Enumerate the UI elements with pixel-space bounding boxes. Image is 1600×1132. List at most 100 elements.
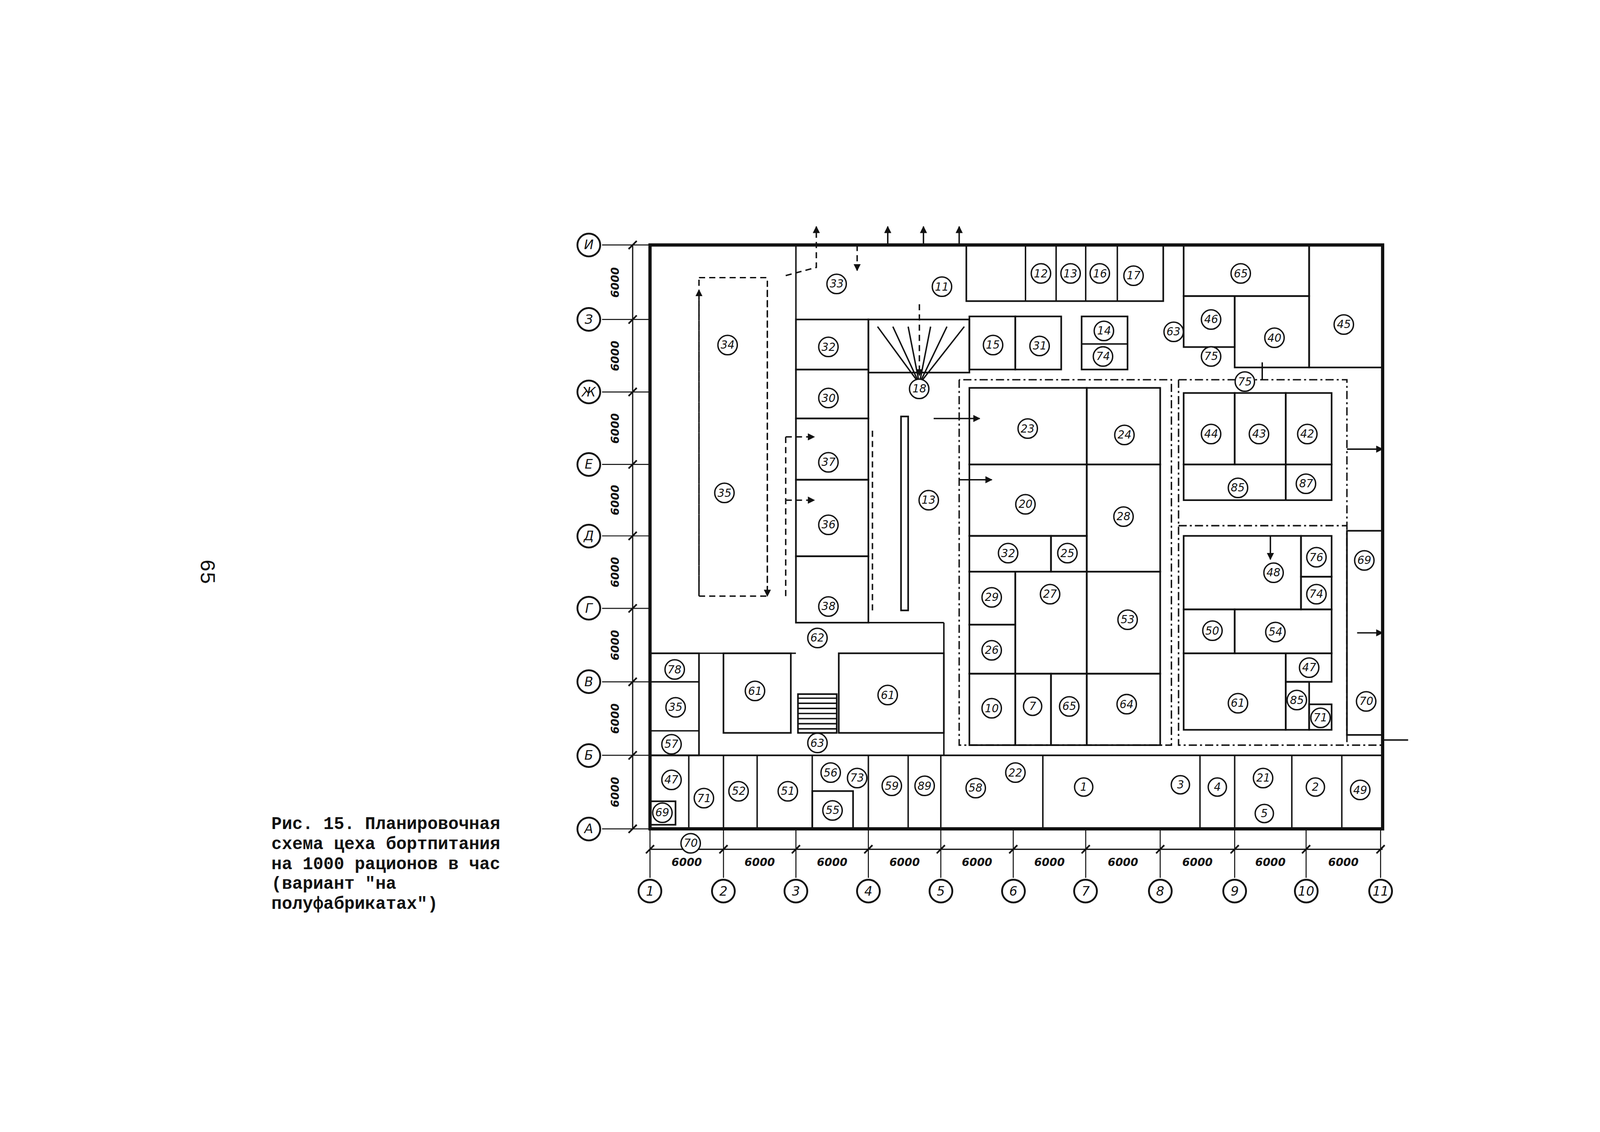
room-number-text: 7 [1073,878,1098,899]
axis-marker: 11 [1368,878,1393,904]
dimension-text: 6000 [608,412,622,444]
room-number-text: 54 [1264,621,1287,639]
room-number: 63 [1163,321,1185,343]
flow-line [766,289,769,596]
axis-marker: Б [576,742,602,768]
flow-line [958,226,960,245]
room-number-text: 56 [820,761,842,779]
room-number-text: 65 [1058,695,1081,713]
room-number-text: 2 [711,878,736,899]
room-number: 34 [716,334,739,356]
room-wall [969,535,1051,572]
room-wall [1183,535,1301,610]
room-number-text: В [576,669,602,690]
room-number-text: 30 [817,387,840,405]
room-number-text: А [576,816,602,837]
room-number: 52 [727,780,750,802]
flow-line [1178,379,1383,745]
wall-line [1340,754,1343,829]
axis-marker: Г [576,595,602,621]
room-wall [723,653,791,733]
room-wall [969,673,1016,746]
room-number: 44 [1200,423,1222,445]
room-wall [1285,681,1310,730]
room-number: 2 [1305,776,1326,797]
room-number: 36 [817,514,840,536]
room-wall [1234,392,1286,465]
room-number-text: 69 [1353,549,1376,567]
room-number-text: 51 [777,780,799,798]
room-number-text: 43 [1248,423,1270,441]
room-wall [1081,316,1128,370]
room-number: 47 [1298,656,1320,679]
axis-marker: 5 [928,878,954,904]
room-number: 62 [806,627,829,649]
room-number-text: 78 [664,658,686,676]
room-number-text: 46 [1200,308,1222,326]
room-wall [1015,673,1051,746]
dimension-text: 6000 [608,776,622,808]
axis-marker: А [576,816,602,842]
room-number-text: 32 [997,542,1019,560]
room-number-text: 75 [1234,370,1256,388]
dimension-text: 6000 [1107,855,1139,869]
room-wall [1050,673,1087,746]
room-number: 59 [881,774,903,797]
wall-line [649,680,699,683]
flow-line [919,326,965,384]
room-number: 49 [1349,779,1372,801]
room-number-text: 7 [1022,696,1043,713]
flow-line [1178,524,1347,527]
dimension-text: 6000 [889,855,920,869]
room-wall [1183,609,1235,654]
room-wall [1183,464,1286,500]
room-number-text: 5 [1254,803,1275,820]
room-number: 61 [1227,692,1249,714]
room-number: 89 [914,774,936,797]
room-number-text: 61 [1227,692,1249,710]
dimension-text: 6000 [1182,855,1213,869]
axis-marker: Ж [576,379,602,405]
room-number-text: 17 [1122,264,1145,282]
room-number-text: 11 [1368,878,1393,899]
room-number: 3 [1170,774,1191,795]
room-number-text: 6 [1001,878,1026,899]
axis-marker: И [576,232,602,258]
wall-line [756,754,758,829]
room-number-text: 48 [1262,561,1285,579]
room-number: 13 [918,489,940,511]
room-number-text: 38 [817,595,840,613]
axis-marker: 10 [1293,878,1319,904]
room-wall [1183,244,1310,297]
room-wall [795,555,869,623]
room-wall [1309,704,1332,730]
flow-line [959,478,993,481]
room-wall [795,479,869,556]
wall-line [722,754,725,829]
room-number: 75 [1200,345,1222,368]
room-number-text: 57 [660,733,683,751]
room-number: 50 [1201,619,1224,642]
room-wall [795,319,869,370]
flow-line [918,304,920,376]
dimension-text: 6000 [1328,855,1359,869]
room-number-text: 32 [817,336,840,354]
wall-line [794,244,797,320]
room-number: 12 [1030,262,1052,285]
room-number-text: 62 [806,627,829,645]
dimension-text: 6000 [608,629,622,661]
room-number: 40 [1263,327,1286,349]
room-number-text: 23 [1017,417,1039,435]
room-wall [812,790,853,829]
room-number: 10 [981,697,1003,719]
flow-line [919,326,947,384]
room-wall [1086,464,1161,572]
flow-line [785,226,817,276]
room-number: 85 [1227,477,1249,499]
room-number: 71 [693,787,715,809]
room-number-text: 18 [908,378,930,395]
room-number: 87 [1295,472,1317,495]
room-number-text: 69 [651,801,674,819]
room-number-text: 71 [693,787,715,805]
room-number-text: 11 [931,275,953,293]
